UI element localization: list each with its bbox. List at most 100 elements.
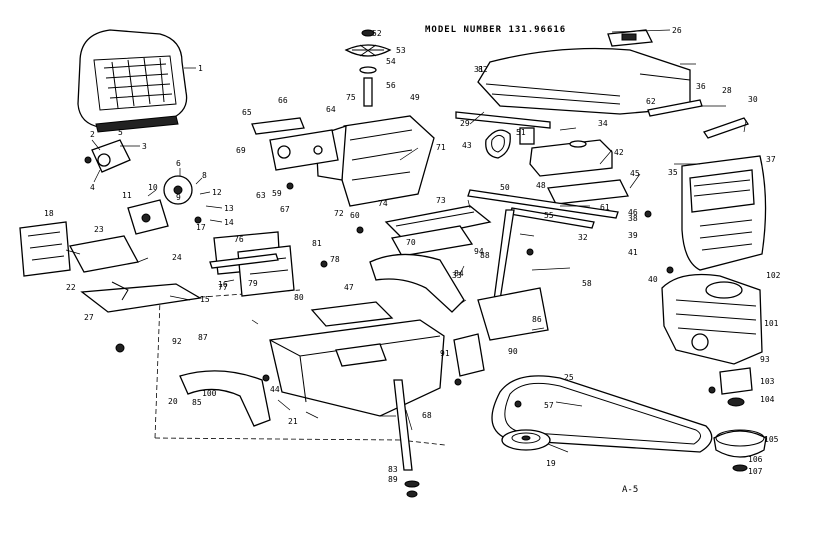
shift-lever [493,209,515,301]
callout-label: 5 [118,128,123,137]
seat-hinge-bracket [84,139,131,173]
callout-label: 56 [386,81,396,90]
callout-label: 15 [200,295,210,304]
callout-label: 62 [646,97,656,106]
drive-pulley [501,429,551,451]
callout-label: 28 [722,86,732,95]
console-brackets [251,117,339,171]
center-deck-plate [310,301,394,327]
bracket-strip [702,117,750,139]
callout-label: 53 [396,46,406,55]
callout-label: 41 [628,248,638,257]
callout-label: 24 [172,253,182,262]
callout-label: 71 [436,143,446,152]
callout-label: 93 [760,355,770,364]
pedal-panel [390,225,474,257]
callout-label: 60 [350,211,360,220]
callout-label: 72 [334,209,344,218]
callout-label: 103 [760,377,775,386]
callout-label: 54 [386,57,396,66]
seat-mount-bracket [127,199,169,235]
fuel-tank [529,139,613,177]
callout-label: 64 [326,105,336,114]
callout-label: 87 [198,333,208,342]
callout-label: 88 [480,251,490,260]
seal-gasket [485,129,511,159]
callout-label: 61 [600,203,610,212]
rear-deck-plate [69,235,139,273]
callout-label: 77 [218,283,228,292]
callout-label: 19 [546,459,556,468]
callout-label: 94 [474,247,484,256]
right-fender [369,253,465,313]
callout-label: 66 [278,96,288,105]
callout-label: 10 [148,183,158,192]
engine-clutch [719,367,753,407]
callout-label: 55 [544,211,554,220]
callout-label: 4 [90,183,95,192]
rear-panel [19,221,71,277]
callout-label: 38 [628,214,638,223]
callout-label: 17 [196,223,206,232]
battery-tray [547,179,629,205]
callout-label: 58 [582,279,592,288]
callout-label: 83 [388,465,398,474]
callout-label: 1 [198,64,203,73]
callout-label: 80 [294,293,304,302]
front-grille [681,155,767,271]
shaft-washer [404,480,420,488]
callout-label: 69 [236,146,246,155]
callout-label: 8 [202,171,207,180]
callout-label: 40 [648,275,658,284]
callout-label: 67 [280,205,290,214]
callout-label: 43 [462,141,472,150]
callout-label: 65 [242,108,252,117]
engine-pulley-washer [732,464,748,472]
callout-label: 52 [372,29,382,38]
callout-label: 104 [760,395,775,404]
callout-label: 37 [766,155,776,164]
shaft-nut [406,490,418,498]
steering-wheel-assembly [344,29,392,107]
lower-mount-plate [80,281,202,313]
drive-shaft [393,379,413,471]
hood-side-rail [455,111,551,129]
callout-label: 35 [668,168,678,177]
callout-label: 89 [388,475,398,484]
callout-label: 27 [84,313,94,322]
callout-label: 47 [344,283,354,292]
floor-panel [384,205,492,241]
callout-label: 73 [436,196,446,205]
callout-label: 50 [500,183,510,192]
hood [477,47,691,115]
leader-lines [65,29,747,453]
callout-label: 45 [630,169,640,178]
callout-label: 11 [122,191,132,200]
left-fender [179,370,271,427]
callout-label: 29 [460,119,470,128]
callout-label: 57 [544,401,554,410]
callout-label: 51 [516,128,526,137]
fasteners [194,182,716,408]
callout-label: 39 [628,231,638,240]
small-plate [519,127,535,145]
callout-label: 30 [748,95,758,104]
callout-label: 70 [406,238,416,247]
callout-label: 91 [440,349,450,358]
callout-label: 81 [312,239,322,248]
callout-label: 9 [176,193,181,202]
callout-label: 74 [378,199,388,208]
callout-label: 25 [564,373,574,382]
callout-label: 21 [288,417,298,426]
callout-label: 101 [764,319,779,328]
callout-label: 6 [176,159,181,168]
callout-label: 75 [346,93,356,102]
frame-tube-upper [467,189,619,219]
callout-label: 106 [748,455,763,464]
callout-label: 26 [672,26,682,35]
callout-label: 78 [330,255,340,264]
engine-pulley [713,429,767,458]
callout-label: 14 [224,218,234,227]
callout-label: 102 [766,271,781,280]
